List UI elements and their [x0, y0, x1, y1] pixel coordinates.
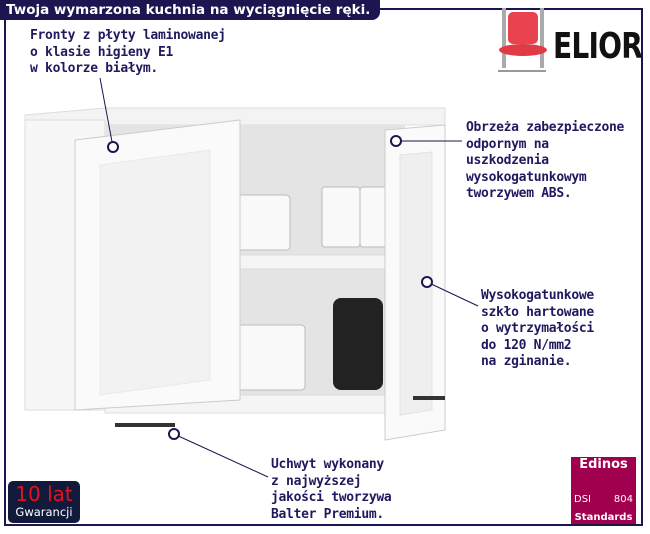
right-handle [413, 396, 445, 400]
annotation-fronts: Fronty z płyty laminowanej o klasie higi… [30, 28, 226, 76]
red-chair-icon [498, 8, 547, 72]
certificate-right: 804 [613, 494, 633, 505]
warranty-years: 10 lat [15, 482, 73, 506]
warranty-label: Gwarancji [15, 505, 73, 519]
banner-title: Twoja wymarzona kuchnia na wyciągnięcie … [0, 0, 381, 20]
left-handle [115, 423, 175, 427]
certificate-top: Edinos [579, 457, 628, 472]
annotation-glass: Wysokogatunkowe szkło hartowane o wytrzy… [481, 288, 594, 369]
annotation-edges: Obrzeża zabezpieczone odpornym na uszkod… [466, 120, 625, 201]
certificate-badge: Edinos DSI 804 Standards [571, 457, 636, 524]
brand-logo: ELIOR [553, 26, 643, 67]
certificate-bottom: Standards [574, 512, 633, 523]
annotation-handle: Uchwyt wykonany z najwyższej jakości two… [271, 457, 392, 522]
warranty-badge: 10 lat Gwarancji [8, 481, 80, 523]
annotation-pointers [99, 77, 479, 478]
cabinet [24, 107, 446, 441]
certificate-left: DSI [574, 494, 591, 505]
